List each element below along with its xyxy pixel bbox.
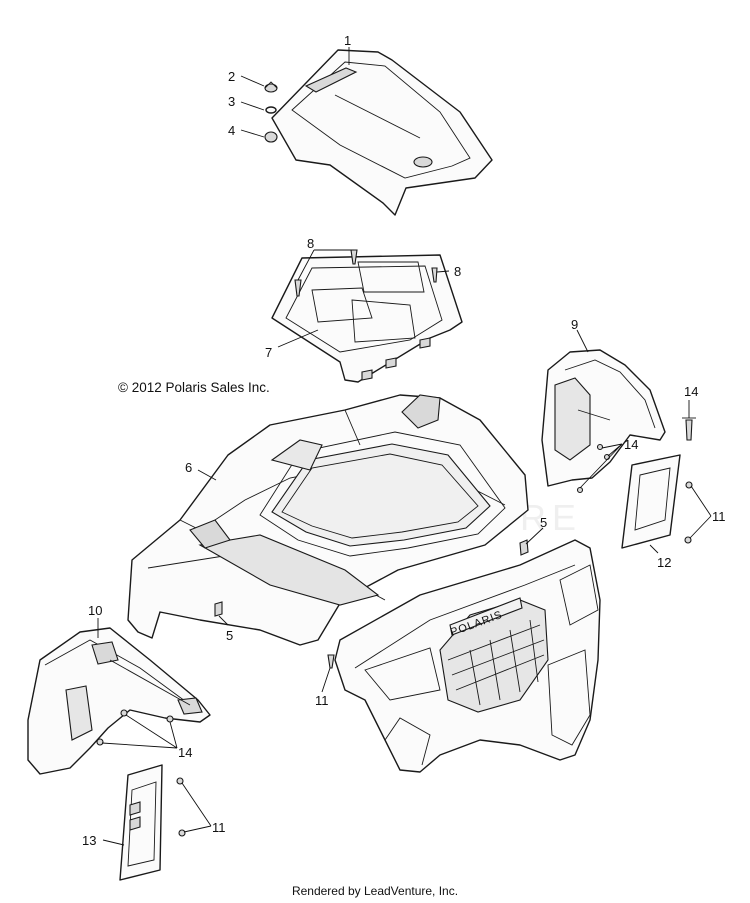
callout-8b: 8 [454, 264, 461, 279]
part-12-right-mudflap[interactable] [621, 454, 681, 549]
part-7-storage-tray[interactable] [271, 254, 463, 383]
callout-7: 7 [265, 345, 272, 360]
part-14-screw-left-c[interactable] [166, 715, 174, 723]
callout-labels: 1 2 3 4 5 5 6 7 8 8 9 10 11 11 11 12 13 … [82, 33, 726, 848]
part-5-clip-body[interactable] [214, 601, 223, 617]
part-14-screw-right[interactable] [682, 417, 696, 441]
callout-12: 12 [657, 555, 671, 570]
part-1-hood-cover[interactable] [271, 49, 493, 216]
callout-6: 6 [185, 460, 192, 475]
part-9-right-fender[interactable] [541, 349, 666, 487]
callout-2: 2 [228, 69, 235, 84]
callout-9: 9 [571, 317, 578, 332]
part-3-washer[interactable] [265, 106, 277, 114]
footer-credit: Rendered by LeadVenture, Inc. [291, 884, 459, 898]
callout-14b: 14 [624, 437, 638, 452]
copyright-text: © 2012 Polaris Sales Inc. [118, 380, 270, 395]
callout-5b: 5 [226, 628, 233, 643]
callout-14a: 14 [684, 384, 698, 399]
part-11-screw-bumper[interactable] [327, 654, 335, 669]
part-14-screw-left-b[interactable] [96, 738, 104, 746]
callout-3: 3 [228, 94, 235, 109]
callout-11c: 11 [212, 820, 226, 835]
callout-4: 4 [228, 123, 235, 138]
leader-lines [97, 47, 712, 846]
part-8-screw-left[interactable] [294, 279, 302, 297]
callout-11b: 11 [315, 693, 329, 708]
part-8-screw-right[interactable] [431, 267, 438, 283]
part-10-left-fender[interactable] [27, 627, 211, 775]
callout-11a: 11 [712, 509, 726, 524]
part-13-left-mudflap[interactable] [119, 764, 163, 881]
part-14-screw-left-a[interactable] [120, 709, 128, 717]
part-2-fastener[interactable] [264, 81, 278, 93]
callout-1: 1 [344, 33, 351, 48]
callout-13: 13 [82, 833, 96, 848]
callout-8a: 8 [307, 236, 314, 251]
callout-10: 10 [88, 603, 102, 618]
callout-5a: 5 [540, 515, 547, 530]
part-11-screws-right-flap[interactable] [684, 481, 693, 544]
callout-14c: 14 [178, 745, 192, 760]
part-11-screws-left-flap[interactable] [176, 777, 186, 837]
part-5-clip-right[interactable] [519, 539, 529, 556]
part-4-grommet[interactable] [264, 131, 278, 143]
front-bumper-grille[interactable]: POLARIS [334, 539, 601, 773]
part-6-rear-body-panel[interactable] [127, 394, 529, 646]
part-8-screw-center[interactable] [350, 249, 358, 265]
